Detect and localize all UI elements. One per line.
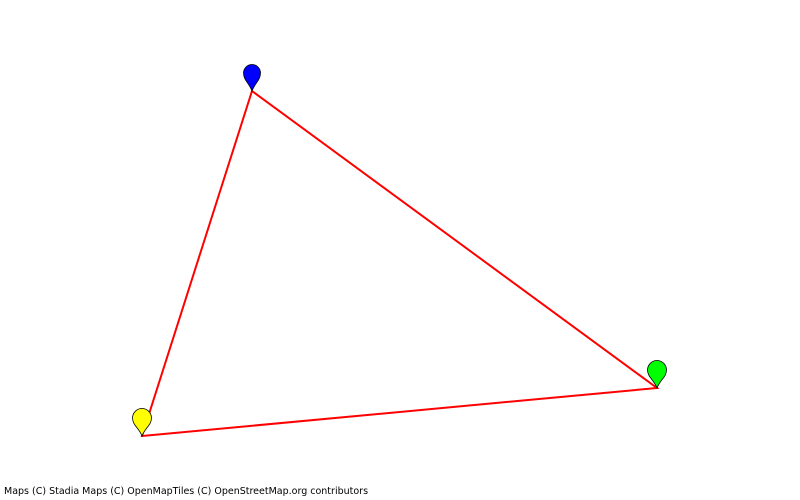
yellow-marker-pin-icon[interactable] xyxy=(132,408,152,438)
green-marker-pin-icon[interactable] xyxy=(647,360,667,390)
blue-marker-pin-icon[interactable] xyxy=(243,64,261,93)
route-line xyxy=(140,89,660,438)
map-attribution: Maps (C) Stadia Maps (C) OpenMapTiles (C… xyxy=(4,486,369,497)
